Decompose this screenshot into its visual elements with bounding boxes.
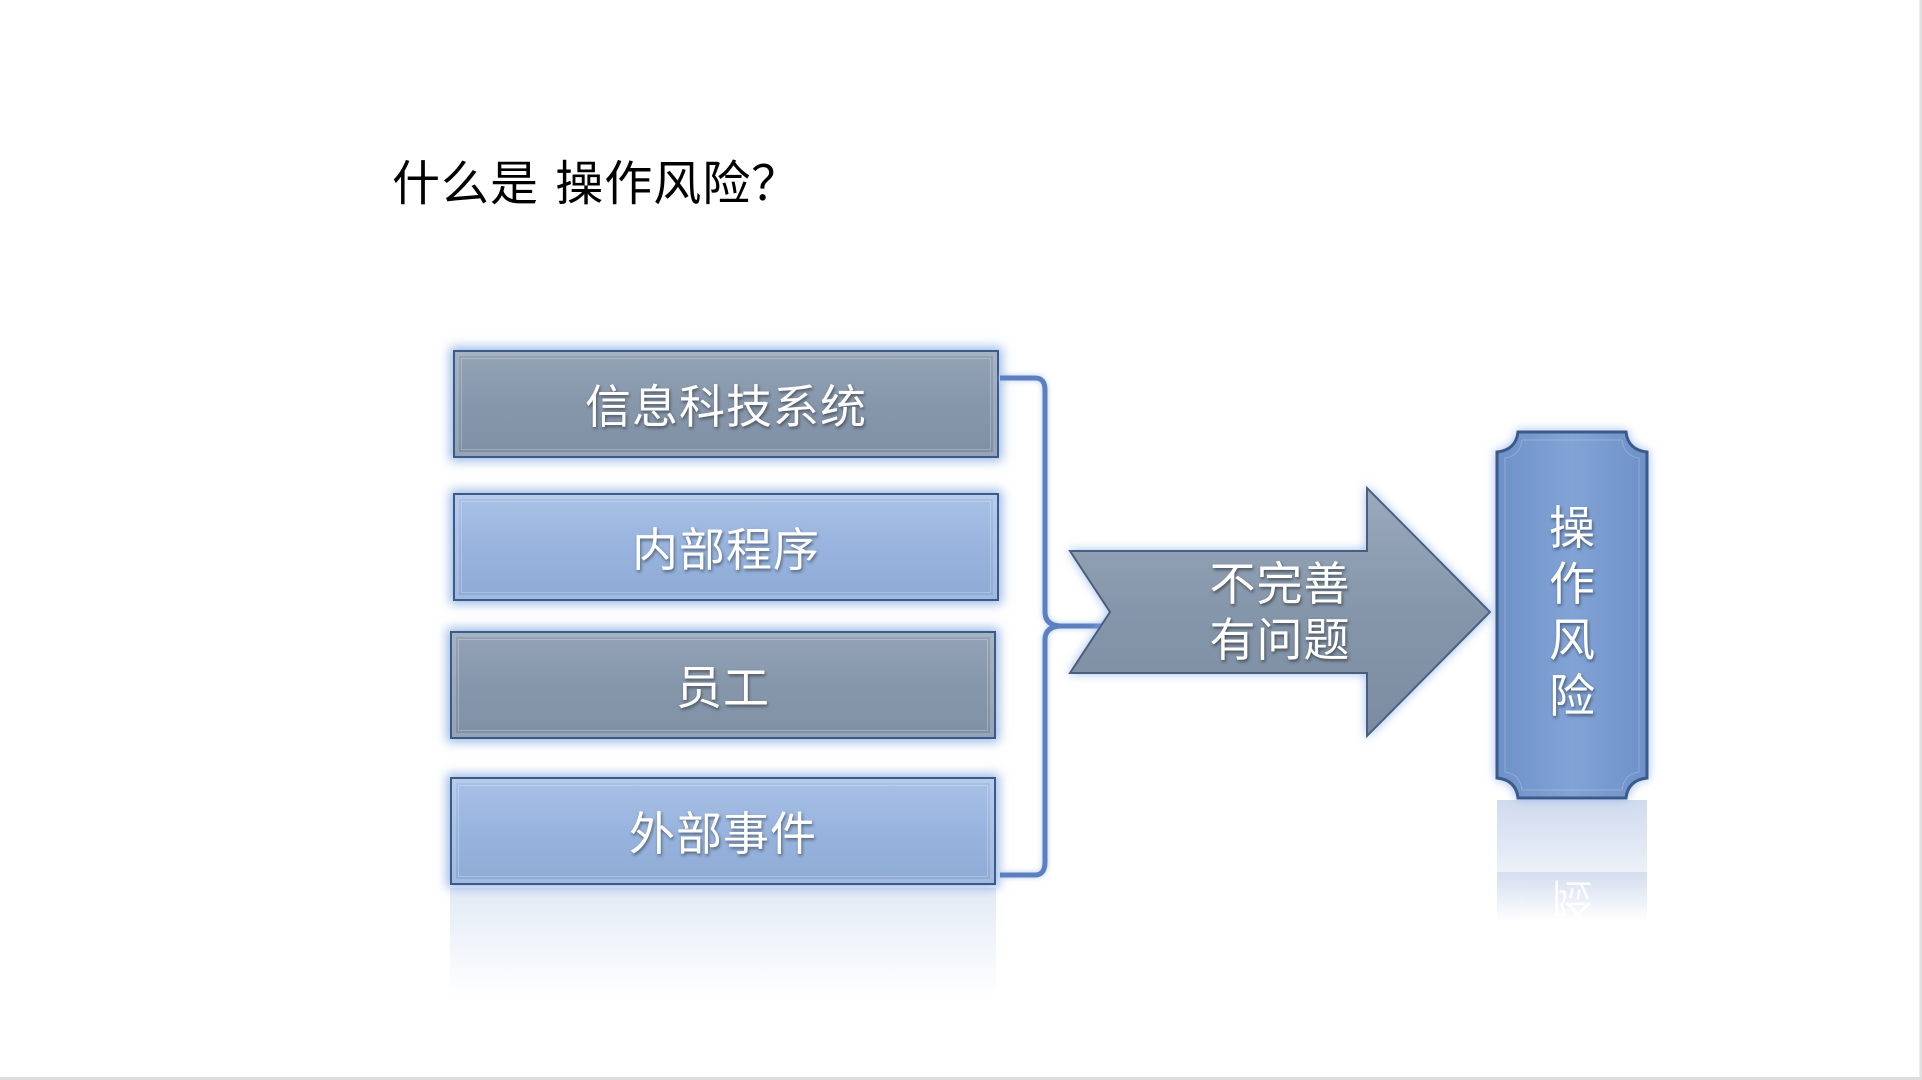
result-label: 操 作 风 险: [1497, 500, 1647, 724]
result-char: 险: [1549, 669, 1595, 723]
source-label: 外部事件: [629, 807, 817, 861]
source-box-external-events: 外部事件: [450, 777, 996, 885]
source-box-staff: 员工: [450, 631, 996, 739]
result-char: 风: [1549, 613, 1595, 667]
slide-bottom-edge: [0, 1077, 1922, 1080]
arrow-label: 不完善 有问题: [1195, 556, 1365, 668]
result-box-inner-line: [1504, 439, 1640, 791]
page-title: 什么是 操作风险？: [392, 156, 801, 212]
source-label: 内部程序: [632, 523, 820, 577]
source-label: 信息科技系统: [585, 380, 867, 434]
slide-right-edge: [1919, 0, 1922, 1080]
result-char: 作: [1549, 557, 1595, 611]
arrow-label-line2: 有问题: [1209, 613, 1351, 667]
result-reflection: [1497, 800, 1647, 920]
result-char: 操: [1549, 501, 1595, 555]
result-box-shape: [1495, 430, 1649, 800]
source-box-it-systems: 信息科技系统: [453, 350, 999, 458]
arrow-shape: [1068, 485, 1492, 739]
source-label: 员工: [676, 661, 770, 715]
source-box-internal-procedures: 内部程序: [453, 493, 999, 601]
bracket-connector: [1000, 375, 1110, 878]
result-reflection-text: 险: [1497, 872, 1647, 922]
box-reflection: [450, 888, 996, 998]
arrow-label-line1: 不完善: [1209, 557, 1351, 611]
